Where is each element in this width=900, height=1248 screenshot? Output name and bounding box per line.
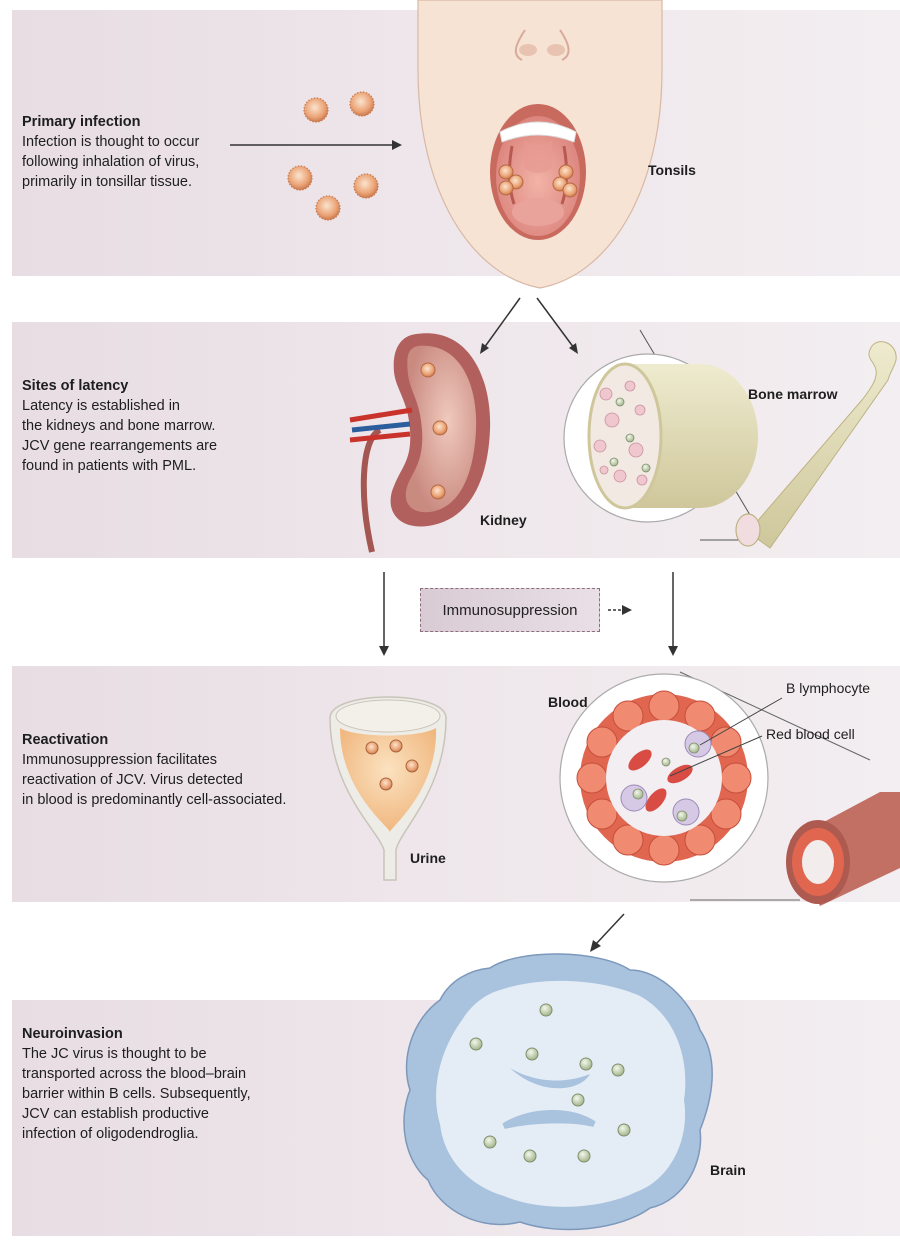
neuroinvasion-text: The JC virus is thought to be transporte…	[22, 1044, 302, 1144]
blood-vessel-illustration	[560, 672, 900, 906]
reactivation-heading: Reactivation	[22, 730, 322, 750]
primary-infection-caption: Primary infection Infection is thought t…	[22, 112, 242, 192]
brain-label: Brain	[710, 1162, 746, 1178]
red-blood-cell-label: Red blood cell	[766, 726, 855, 742]
urine-label: Urine	[410, 850, 446, 866]
primary-infection-text: Infection is thought to occur following …	[22, 132, 242, 192]
head-to-latency-arrows	[484, 298, 574, 348]
blood-label: Blood	[548, 694, 588, 710]
reactivation-caption: Reactivation Immunosuppression facilitat…	[22, 730, 322, 810]
b-lymphocyte-label: B lymphocyte	[786, 680, 870, 696]
inhalation-arrow	[230, 140, 402, 150]
bone-marrow-label: Bone marrow	[748, 386, 837, 402]
head-illustration	[418, 0, 662, 288]
neuroinvasion-heading: Neuroinvasion	[22, 1024, 302, 1044]
neuroinvasion-caption: Neuroinvasion The JC virus is thought to…	[22, 1024, 302, 1144]
latency-caption: Sites of latency Latency is established …	[22, 376, 262, 476]
immunosuppression-box: Immunosuppression	[420, 588, 600, 632]
tonsils-label: Tonsils	[648, 162, 696, 178]
kidney-label: Kidney	[480, 512, 527, 528]
primary-infection-heading: Primary infection	[22, 112, 242, 132]
immunosuppression-label: Immunosuppression	[442, 602, 577, 619]
bone-marrow-illustration	[564, 330, 896, 548]
inhaled-virions	[288, 92, 378, 220]
latency-heading: Sites of latency	[22, 376, 262, 396]
kidney-illustration	[350, 333, 490, 552]
reactivation-text: Immunosuppression facilitates reactivati…	[22, 750, 322, 810]
brain-illustration	[404, 954, 712, 1230]
latency-text: Latency is established in the kidneys an…	[22, 396, 262, 476]
